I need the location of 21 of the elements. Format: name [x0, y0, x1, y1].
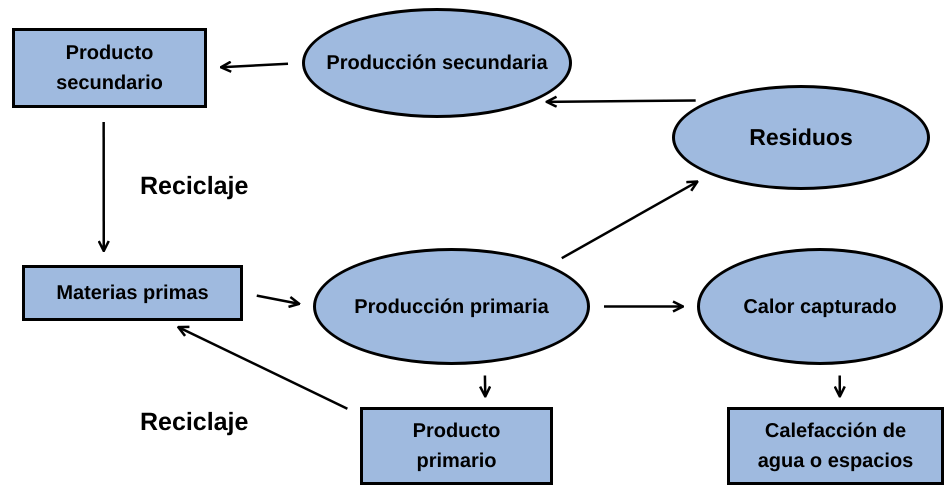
arrow	[604, 300, 684, 313]
node-label: Producto secundario	[55, 41, 164, 96]
arrow	[561, 180, 699, 260]
process-box	[12, 28, 207, 108]
node-label: Producción secundaria	[326, 51, 548, 76]
process-box	[360, 407, 553, 485]
process-box	[727, 407, 944, 485]
arrow	[256, 294, 300, 308]
arrow	[220, 60, 288, 73]
process-box	[22, 265, 243, 321]
node-label: Materias primas	[56, 281, 209, 306]
arrow	[478, 375, 492, 398]
node-label: Producción primaria	[354, 294, 549, 320]
arrow	[98, 122, 110, 252]
arrow	[177, 326, 348, 410]
node-label: Calefacción de agua o espacios	[756, 419, 914, 474]
node-label: Calor capturado	[743, 294, 897, 320]
arrow	[834, 376, 846, 398]
node-label: Producto primario	[412, 419, 502, 474]
node-label: Residuos	[749, 123, 853, 152]
arrow	[545, 95, 696, 108]
